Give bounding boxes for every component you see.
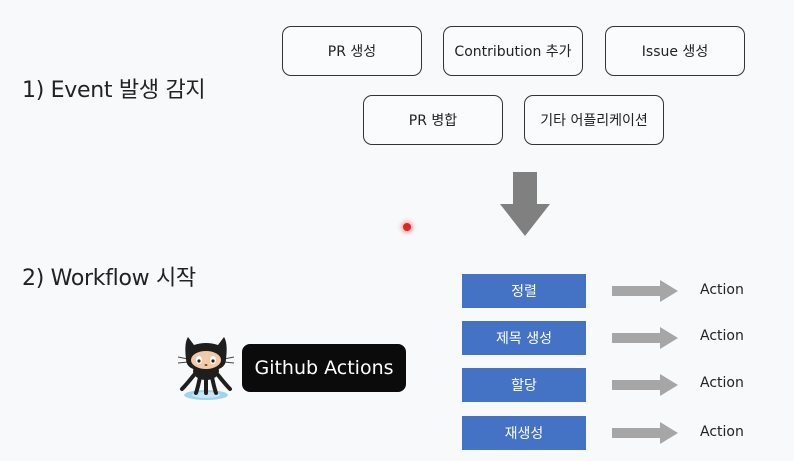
right-arrow-icon xyxy=(612,280,678,302)
event-box-other-apps: 기타 어플리케이션 xyxy=(524,95,664,145)
step-2-label: 2) Workflow 시작 xyxy=(22,266,196,291)
action-label: Action xyxy=(700,328,744,344)
event-box-pr-merged: PR 병합 xyxy=(363,95,503,145)
action-label: Action xyxy=(700,424,744,440)
laser-pointer-dot xyxy=(403,223,411,231)
task-box-sort: 정렬 xyxy=(462,274,586,308)
right-arrow-icon xyxy=(612,422,678,444)
task-box-regen: 재생성 xyxy=(462,416,586,450)
task-box-assign: 할당 xyxy=(462,368,586,402)
event-box-contribution-added: Contribution 추가 xyxy=(443,26,583,76)
github-actions-badge: Github Actions xyxy=(242,344,406,392)
step-1-label: 1) Event 발생 감지 xyxy=(22,78,206,103)
octocat-icon xyxy=(177,337,235,400)
right-arrow-icon xyxy=(612,374,678,396)
task-box-title-gen: 제목 생성 xyxy=(462,321,586,355)
action-label: Action xyxy=(700,375,744,391)
right-arrow-icon xyxy=(612,327,678,349)
action-label: Action xyxy=(700,282,744,298)
event-box-issue-created: Issue 생성 xyxy=(605,26,745,76)
event-box-pr-created: PR 생성 xyxy=(282,26,422,76)
down-arrow-icon xyxy=(500,172,550,236)
